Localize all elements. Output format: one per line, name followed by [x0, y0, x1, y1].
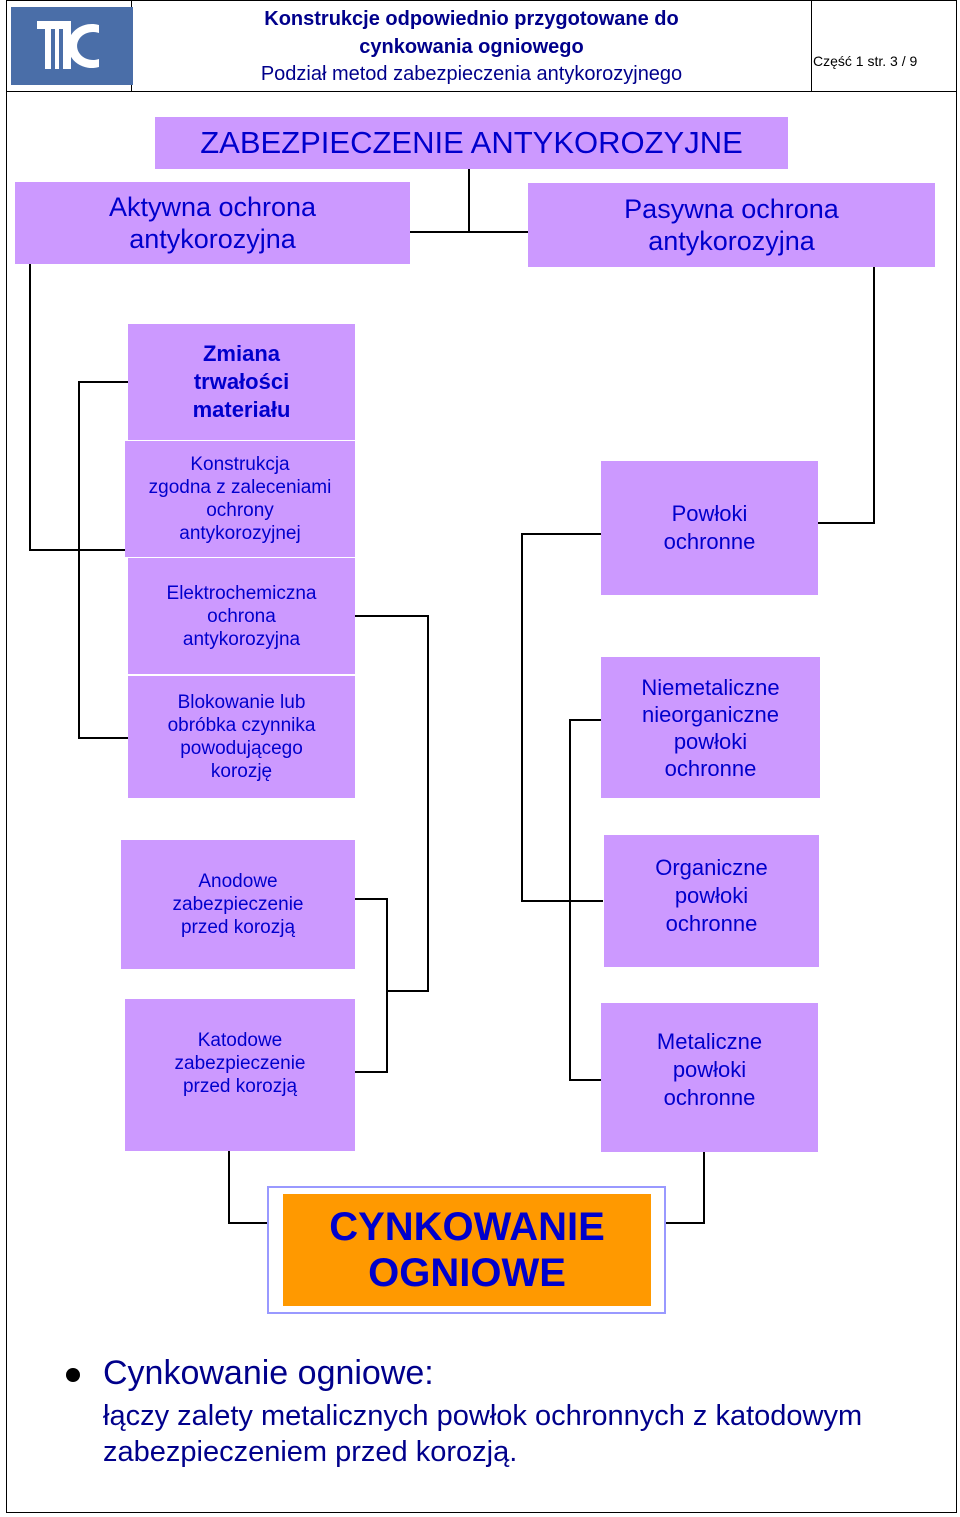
connector-line [665, 1222, 705, 1224]
header-title-line2: cynkowania ogniowego [359, 36, 584, 58]
connector-line [78, 381, 80, 739]
construction-label-2: zgodna z zaleceniami [148, 477, 332, 498]
connector-line [818, 522, 875, 524]
nonmet-label-2: nieorganiczne [642, 701, 779, 727]
construction-label-4: antykorozyjnej [179, 523, 301, 544]
cathode-label-3: przed korozją [182, 1075, 298, 1097]
electro-label-3: antykorozyjna [182, 628, 301, 650]
header-title-line1: Konstrukcje odpowiednio przygotowane do [264, 8, 679, 30]
connector-line [521, 533, 523, 902]
connector-line [228, 1150, 230, 1224]
anode-label-3: przed korozją [180, 917, 296, 938]
nonmet-label-3: powłoki [673, 728, 748, 754]
connector-line [703, 1152, 705, 1224]
connector-line [427, 615, 429, 992]
metallic-label-3: ochronne [663, 1084, 756, 1110]
material-label-2: trwałości [193, 369, 290, 394]
metallic-label-2: powłoki [672, 1056, 747, 1082]
page-info: Część 1 str. 3 / 9 [813, 53, 918, 69]
connector-line [569, 719, 571, 1081]
page-frame [6, 0, 957, 1513]
connector-line [78, 381, 128, 383]
header-title-cell: Konstrukcje odpowiednio przygotowane do … [132, 1, 812, 91]
note-heading: Cynkowanie ogniowe: [103, 1354, 434, 1392]
active-protection-box: Aktywna ochrona antykorozyjna [15, 182, 410, 264]
company-logo [11, 7, 133, 85]
electro-label-1: Elektrochemiczna [166, 582, 317, 604]
metallic-label-1: Metaliczne [656, 1028, 763, 1054]
metallic-box: Metaliczne powłoki ochronne [601, 1003, 818, 1152]
active-label-1: Aktywna ochrona [108, 192, 317, 222]
nonmet-label-4: ochronne [664, 755, 757, 781]
block-label-1: Blokowanie lub [177, 692, 306, 713]
construction-label-1: Konstrukcja [190, 454, 290, 475]
logo-cell [7, 1, 133, 91]
electro-label-2: ochrona [207, 605, 276, 627]
root-label: ZABEZPIECZENIE ANTYKOROZYJNE [200, 125, 743, 160]
passive-label-2: antykorozyjna [648, 226, 815, 256]
material-change-box: Zmiana trwałości materiału [128, 324, 355, 440]
connector-line [386, 990, 429, 992]
anode-label-2: zabezpieczenie [172, 894, 304, 915]
nonmet-label-1: Niemetaliczne [641, 674, 780, 700]
electrochemical-box: Elektrochemiczna ochrona antykorozyjna [128, 558, 355, 674]
active-label-2: antykorozyjna [129, 224, 296, 254]
blocking-box: Blokowanie lub obróbka czynnika powodują… [128, 676, 355, 798]
page-header: Konstrukcje odpowiednio przygotowane do … [6, 0, 957, 92]
organic-label-1: Organiczne [655, 855, 768, 880]
bullet-icon [66, 1368, 80, 1382]
connector-line [78, 737, 128, 739]
root-box: ZABEZPIECZENIE ANTYKOROZYJNE [155, 117, 788, 169]
note-body: łączy zalety metalicznych powłok ochronn… [103, 1400, 863, 1468]
connector-line [355, 898, 388, 900]
connector-line [873, 267, 875, 524]
organic-box: Organiczne powłoki ochronne [604, 835, 819, 967]
connector-line [410, 231, 530, 233]
header-subtitle: Podział metod zabezpieczenia antykorozyj… [260, 63, 683, 85]
cathodic-box: Katodowe zabezpieczenie przed korozją [125, 999, 355, 1151]
material-label-3: materiału [192, 397, 291, 422]
construction-label-3: ochrony [206, 500, 274, 521]
connector-line [569, 719, 601, 721]
connector-line [228, 1222, 268, 1224]
block-label-4: korozję [210, 761, 273, 782]
connector-line [29, 549, 125, 551]
connector-line [386, 898, 388, 1072]
anodic-box: Anodowe zabezpieczenie przed korozją [121, 840, 355, 969]
coatings-label-1: Powłoki [671, 501, 748, 526]
result-box: CYNKOWANIE OGNIOWE [283, 1194, 651, 1306]
connector-line [468, 168, 470, 232]
connector-line [521, 533, 601, 535]
connector-line [355, 615, 429, 617]
cathode-label-1: Katodowe [197, 1029, 283, 1051]
result-label-1: CYNKOWANIE [329, 1205, 605, 1249]
logo-mark-icon [37, 21, 99, 69]
organic-label-2: powłoki [674, 883, 749, 908]
connector-line [521, 900, 603, 902]
passive-label-1: Pasywna ochrona [624, 194, 839, 224]
nonmetallic-box: Niemetaliczne nieorganiczne powłoki ochr… [601, 657, 820, 798]
coatings-label-2: ochronne [663, 529, 756, 554]
connector-line [569, 1079, 601, 1081]
result-label-2: OGNIOWE [368, 1251, 566, 1295]
coatings-box: Powłoki ochronne [601, 461, 818, 595]
connector-line [29, 264, 31, 550]
material-label-1: Zmiana [202, 341, 281, 366]
block-label-3: powodującego [180, 738, 303, 759]
connector-line [355, 1071, 388, 1073]
cathode-label-2: zabezpieczenie [174, 1052, 306, 1074]
block-label-2: obróbka czynnika [167, 715, 316, 736]
construction-box: Konstrukcja zgodna z zaleceniami ochrony… [125, 441, 355, 557]
anode-label-1: Anodowe [198, 871, 278, 892]
passive-protection-box: Pasywna ochrona antykorozyjna [528, 183, 935, 267]
organic-label-3: ochronne [665, 911, 758, 936]
